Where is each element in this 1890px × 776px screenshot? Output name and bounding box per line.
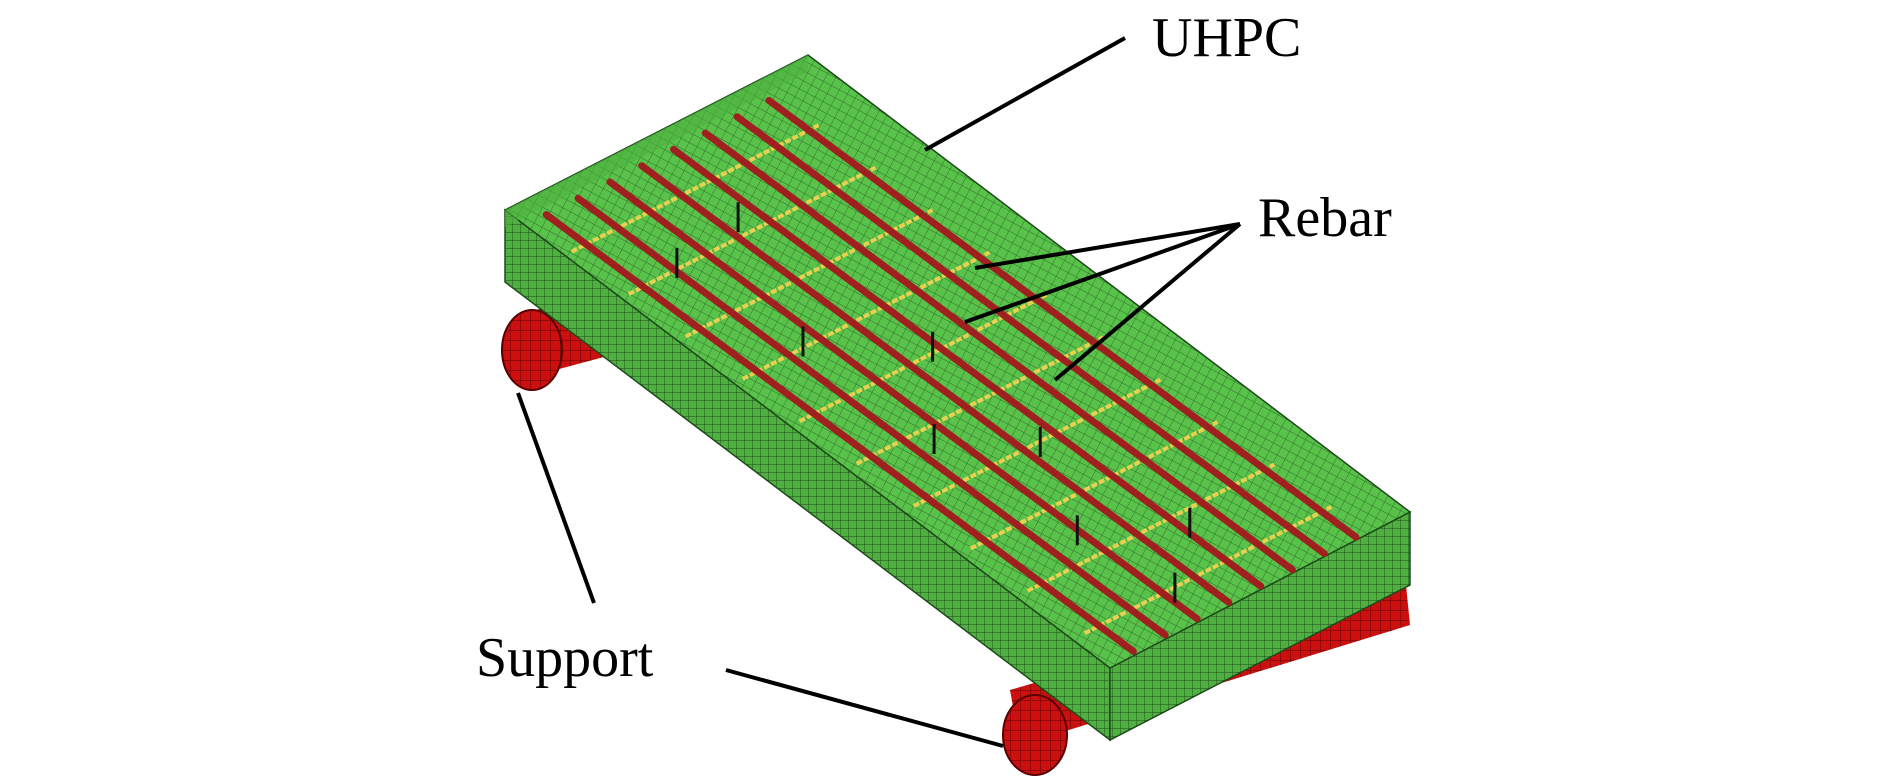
longitudinal-rebar <box>542 211 1137 655</box>
rebar-leader-line-1 <box>974 222 1241 270</box>
longitudinal-rebar <box>733 113 1328 557</box>
support-leader-line-2 <box>725 668 1004 748</box>
leader-lines <box>516 36 1242 748</box>
transverse-rebar <box>1083 505 1333 636</box>
support-leader-line-1 <box>516 392 596 604</box>
transverse-rebar <box>1026 462 1276 593</box>
transverse-rebar <box>798 293 1048 424</box>
longitudinal-rebar <box>765 96 1360 541</box>
uhpc-leader-line <box>924 36 1126 152</box>
transverse-rebar <box>969 420 1219 551</box>
uhpc-label: UHPC <box>1152 7 1301 69</box>
transverse-rebar <box>570 123 820 254</box>
rebar-label: Rebar <box>1258 187 1392 249</box>
transverse-rebar <box>855 335 1105 466</box>
longitudinal-rebar <box>638 162 1233 606</box>
transverse-rebar <box>741 250 991 381</box>
transverse-rebar <box>912 377 1162 508</box>
transverse-rebar <box>627 165 877 296</box>
rebar-leader-line-3 <box>1053 222 1242 382</box>
transverse-rebar <box>684 208 934 339</box>
support-label: Support <box>476 627 654 689</box>
longitudinal-rebar <box>701 129 1296 574</box>
longitudinal-rebar <box>606 178 1201 623</box>
rebar-cage <box>542 96 1360 655</box>
longitudinal-rebar <box>670 145 1265 590</box>
rebar-leader-line-2 <box>964 222 1241 324</box>
